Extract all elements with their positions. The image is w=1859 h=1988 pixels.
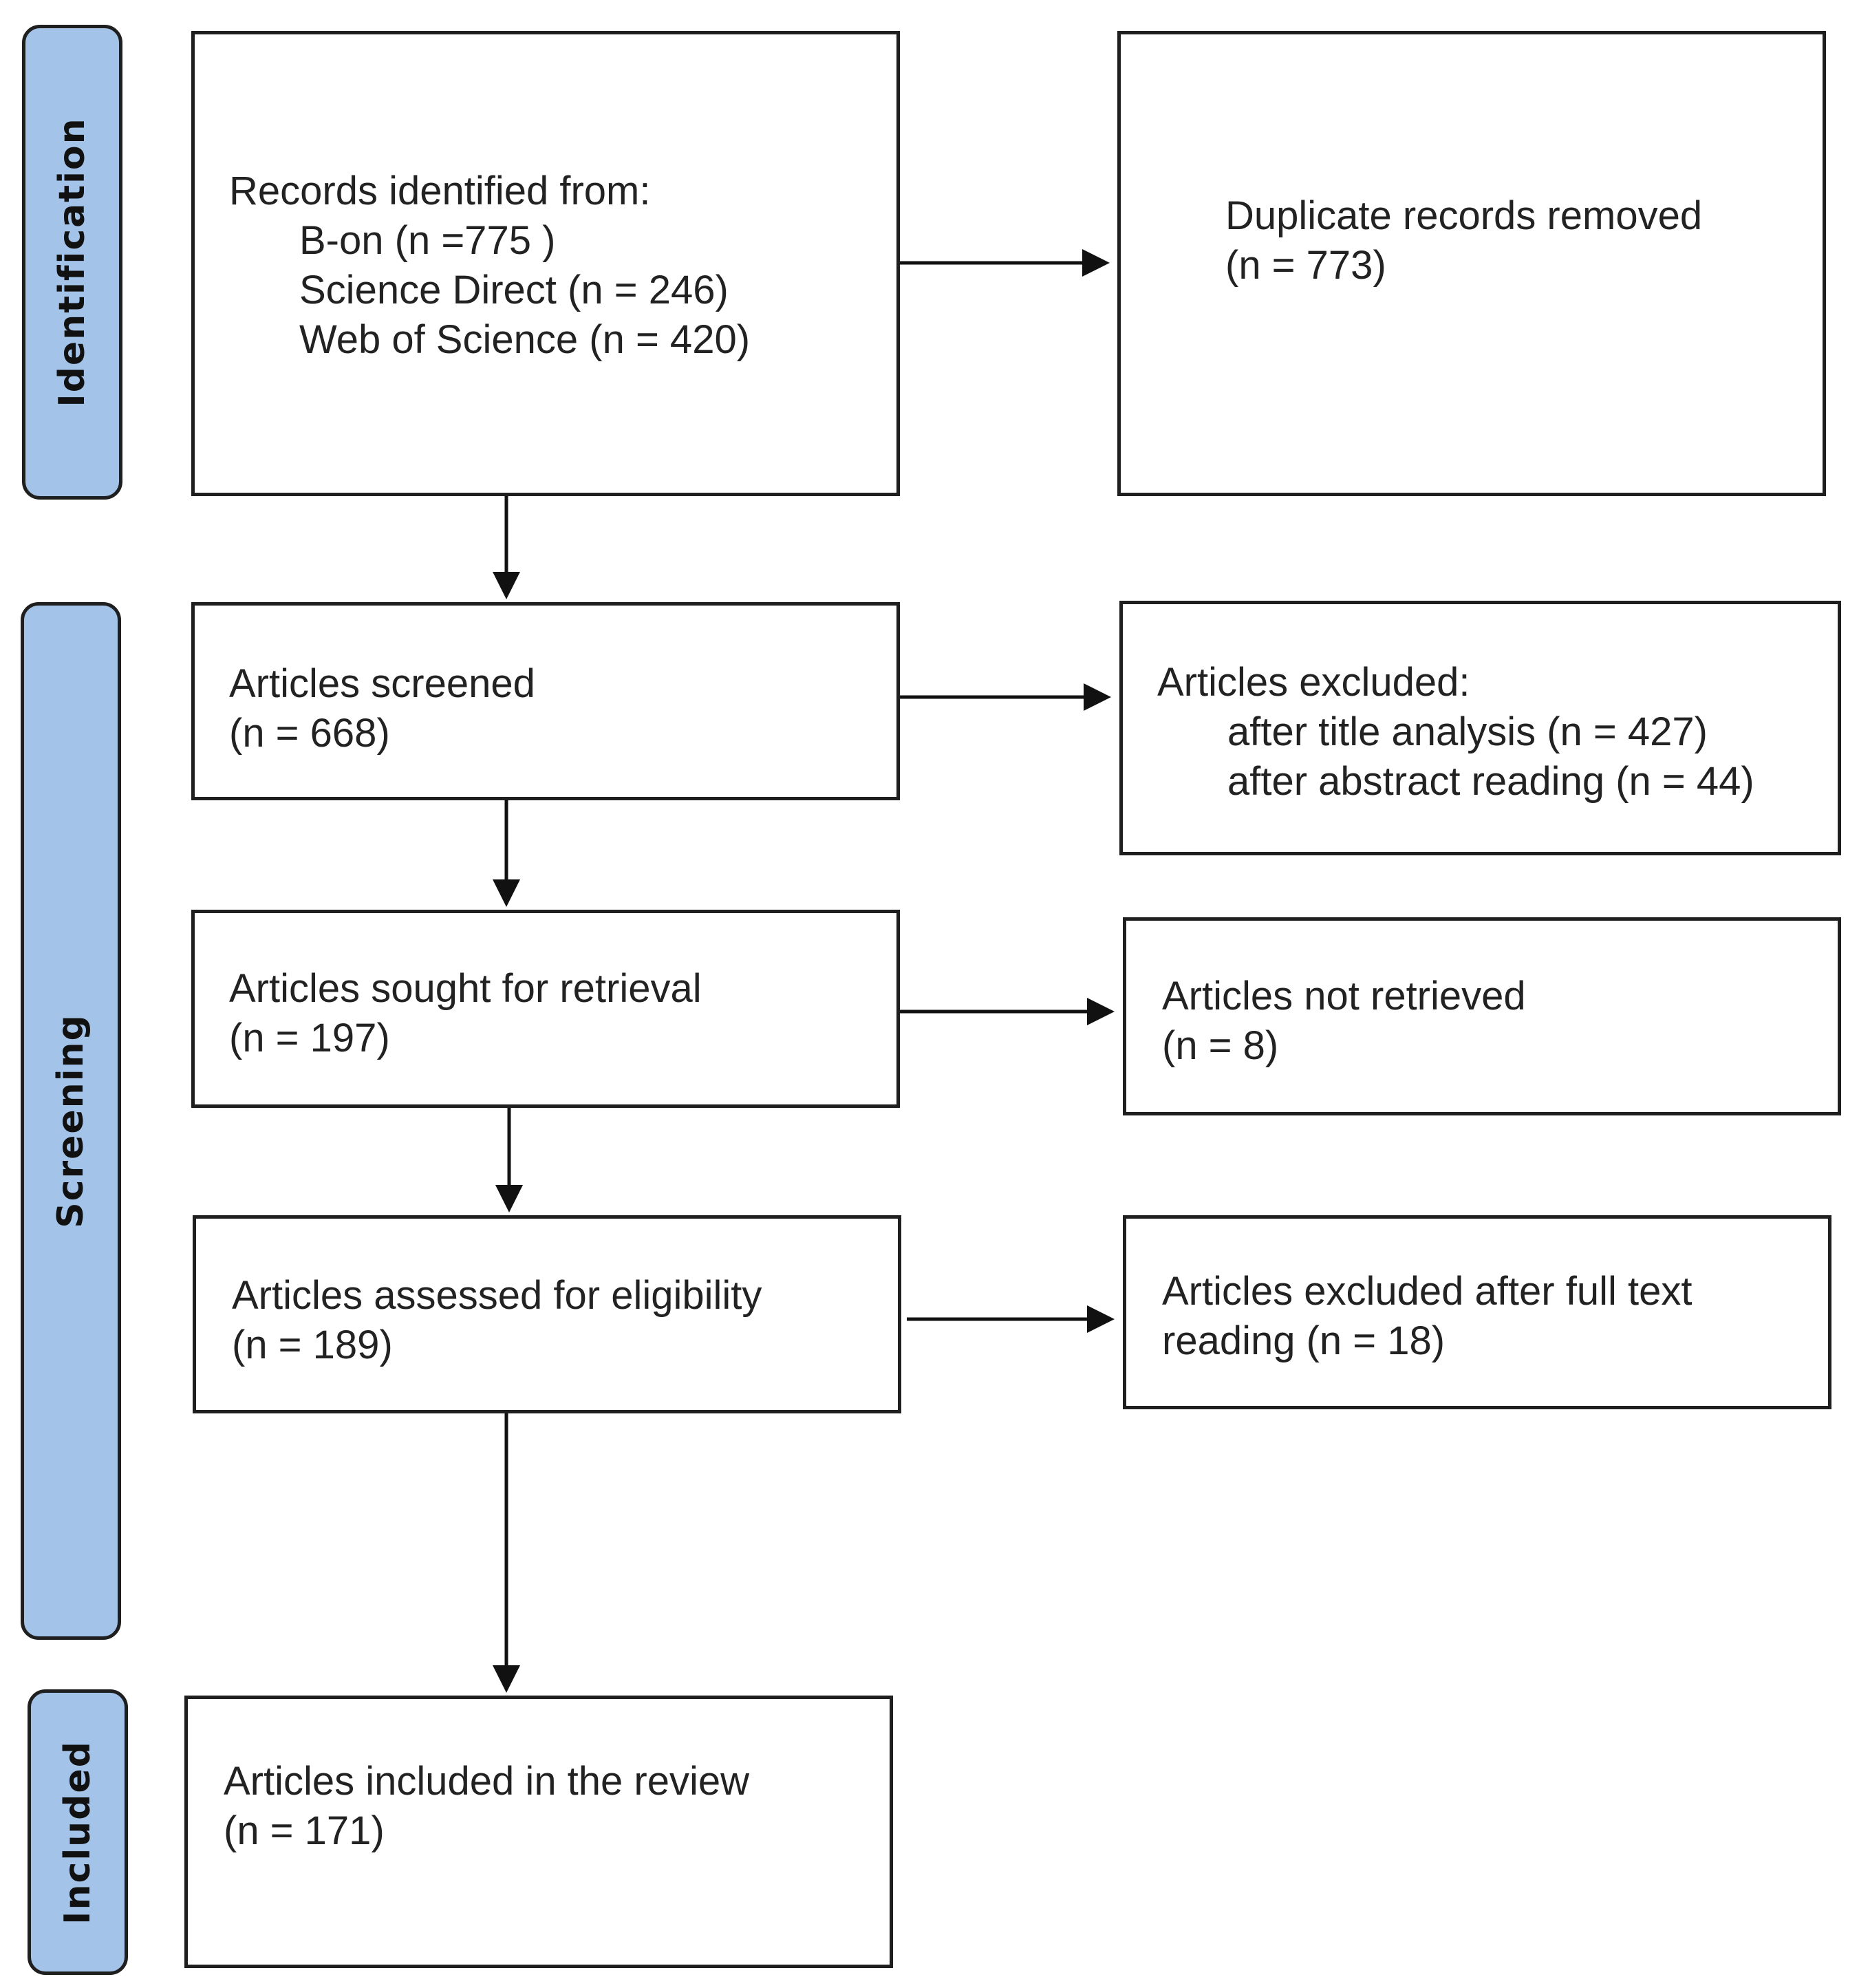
duplicates-removed-box: Duplicate records removed (n = 773): [1117, 31, 1826, 496]
excluded-full-text-line1: Articles excluded after full text: [1162, 1269, 1693, 1314]
duplicates-removed-count: (n = 773): [1225, 243, 1386, 288]
included-in-review-label: Articles included in the review: [224, 1759, 750, 1804]
assessed-for-eligibility-box: Articles assessed for eligibility (n = 1…: [193, 1215, 901, 1413]
duplicates-removed-label: Duplicate records removed: [1225, 193, 1703, 238]
included-in-review-box: Articles included in the review (n = 171…: [184, 1696, 893, 1968]
included-in-review-count: (n = 171): [224, 1808, 385, 1853]
articles-excluded-heading: Articles excluded:: [1157, 660, 1470, 705]
excluded-full-text-line2: reading (n = 18): [1162, 1318, 1446, 1363]
not-retrieved-box: Articles not retrieved (n = 8): [1123, 917, 1841, 1115]
excluded-full-text-box: Articles excluded after full text readin…: [1123, 1215, 1831, 1409]
articles-screened-count: (n = 668): [229, 711, 390, 756]
articles-excluded-box: Articles excluded: after title analysis …: [1119, 601, 1841, 855]
source-science-direct: Science Direct (n = 246): [299, 268, 729, 312]
sought-for-retrieval-box: Articles sought for retrieval (n = 197): [191, 910, 900, 1108]
source-b-on: B-on (n =775 ): [299, 218, 556, 263]
excluded-title-analysis: after title analysis (n = 427): [1227, 709, 1708, 754]
assessed-for-eligibility-label: Articles assessed for eligibility: [232, 1273, 762, 1318]
records-identified-heading: Records identified from:: [229, 169, 651, 213]
sought-for-retrieval-label: Articles sought for retrieval: [229, 966, 702, 1011]
screening-phase-bar: Screening: [21, 602, 121, 1640]
records-identified-box: Records identified from: B-on (n =775 ) …: [191, 31, 900, 496]
sought-for-retrieval-count: (n = 197): [229, 1016, 390, 1060]
source-web-of-science: Web of Science (n = 420): [299, 317, 751, 362]
assessed-for-eligibility-count: (n = 189): [232, 1323, 393, 1367]
not-retrieved-label: Articles not retrieved: [1162, 974, 1526, 1018]
excluded-abstract-reading: after abstract reading (n = 44): [1227, 759, 1754, 804]
identification-phase-bar: Identification: [22, 25, 122, 500]
articles-screened-label: Articles screened: [229, 661, 535, 706]
articles-screened-box: Articles screened (n = 668): [191, 602, 900, 800]
included-phase-bar: Included: [28, 1689, 128, 1975]
not-retrieved-count: (n = 8): [1162, 1023, 1279, 1068]
